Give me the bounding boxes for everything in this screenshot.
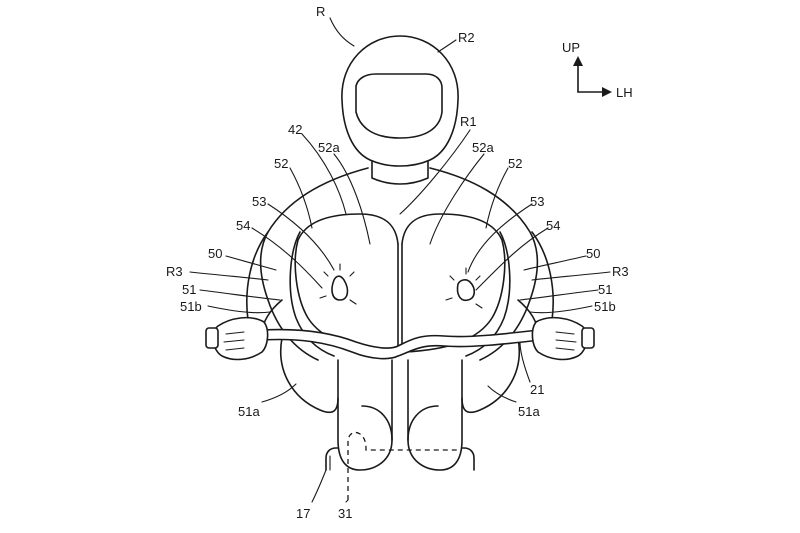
- label-R1: R1: [460, 114, 477, 129]
- right-arm: [531, 231, 554, 321]
- vent-right-ticks: [445, 267, 483, 309]
- inflator-line-31: [347, 431, 462, 500]
- left-leg: [337, 359, 393, 471]
- label-51-left: 51: [182, 282, 196, 297]
- vent-left-ticks: [319, 263, 357, 305]
- label-21: 21: [530, 382, 544, 397]
- vent-right-54: [456, 279, 476, 302]
- label-50-right: 50: [586, 246, 600, 261]
- label-51a-left: 51a: [238, 404, 260, 419]
- label-42: 42: [288, 122, 302, 137]
- label-52-right: 52: [508, 156, 522, 171]
- label-52-left: 52: [274, 156, 288, 171]
- handlebar-21: [261, 328, 541, 360]
- leader-lines: [189, 17, 611, 503]
- label-52a-right: 52a: [472, 140, 494, 155]
- right-leg: [407, 359, 463, 471]
- orientation-axes: [573, 56, 612, 97]
- left-arm: [246, 231, 269, 321]
- label-17: 17: [296, 506, 310, 521]
- label-51b-left: 51b: [180, 299, 202, 314]
- label-LH: LH: [616, 85, 633, 100]
- label-UP: UP: [562, 40, 580, 55]
- label-54-left: 54: [236, 218, 250, 233]
- label-R3-right: R3: [612, 264, 629, 279]
- label-53-left: 53: [252, 194, 266, 209]
- left-glove: [212, 316, 269, 361]
- label-R3-left: R3: [166, 264, 183, 279]
- label-51-right: 51: [598, 282, 612, 297]
- airbag-front-right-52: [401, 213, 506, 353]
- rider-neck: [371, 154, 429, 185]
- vehicle-body-17: [325, 447, 475, 471]
- label-R2: R2: [458, 30, 475, 45]
- left-grip-end: [205, 327, 219, 349]
- label-53-right: 53: [530, 194, 544, 209]
- label-52a-left: 52a: [318, 140, 340, 155]
- airbag-lower-right-51a: [461, 337, 520, 414]
- label-R: R: [316, 4, 325, 19]
- label-51b-right: 51b: [594, 299, 616, 314]
- right-glove: [531, 316, 588, 361]
- airbag-side-left-51: [289, 231, 335, 357]
- airbag-side-right-51: [465, 231, 511, 357]
- label-31: 31: [338, 506, 352, 521]
- vent-left-54: [331, 275, 349, 301]
- label-50-left: 50: [208, 246, 222, 261]
- helmet: [341, 35, 459, 167]
- right-grip-end: [581, 327, 595, 349]
- label-51a-right: 51a: [518, 404, 540, 419]
- label-54-right: 54: [546, 218, 560, 233]
- airbag-lower-left-51a: [280, 337, 339, 414]
